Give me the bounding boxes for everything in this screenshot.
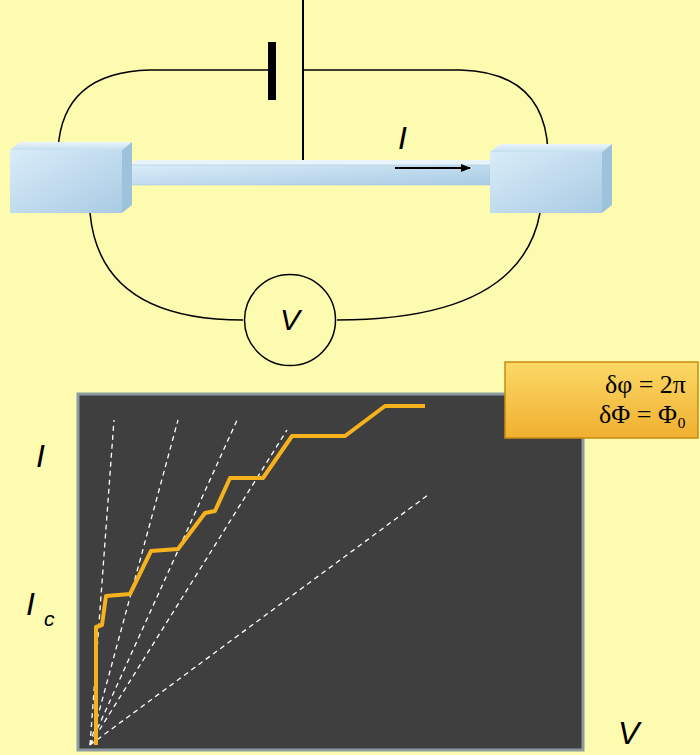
current-arrow <box>395 167 470 169</box>
formula-box-bg <box>505 362 698 438</box>
formula: δΦ = Φ₀ <box>599 400 686 430</box>
contact-pad-side <box>122 142 132 213</box>
voltmeter: V <box>243 273 337 367</box>
wire <box>58 70 268 150</box>
wire <box>303 70 548 152</box>
subscript: c <box>44 608 55 629</box>
axis-label: I <box>36 440 45 472</box>
sample-bar-top <box>130 160 496 165</box>
critical-current-label: I <box>26 588 35 620</box>
contact-pad-top <box>490 144 612 152</box>
meter-symbol: V <box>280 303 300 338</box>
contact-pad <box>490 152 602 213</box>
formula-box: δφ = 2πδΦ = Φ₀ <box>505 362 698 438</box>
graph-panel <box>78 394 583 750</box>
wire <box>337 213 540 320</box>
contact-pad-top <box>10 142 132 150</box>
axis-label: V <box>618 717 639 749</box>
contact-pad-side <box>602 144 612 213</box>
sample-bar <box>130 165 490 185</box>
formula: δφ = 2π <box>605 370 686 400</box>
battery-short-plate <box>268 42 276 100</box>
iv-curve <box>96 406 425 745</box>
current-label: I <box>398 122 407 154</box>
wire <box>90 213 243 320</box>
contact-pad <box>10 150 122 213</box>
battery-long-plate <box>302 0 304 180</box>
resistance-lines <box>90 418 428 745</box>
